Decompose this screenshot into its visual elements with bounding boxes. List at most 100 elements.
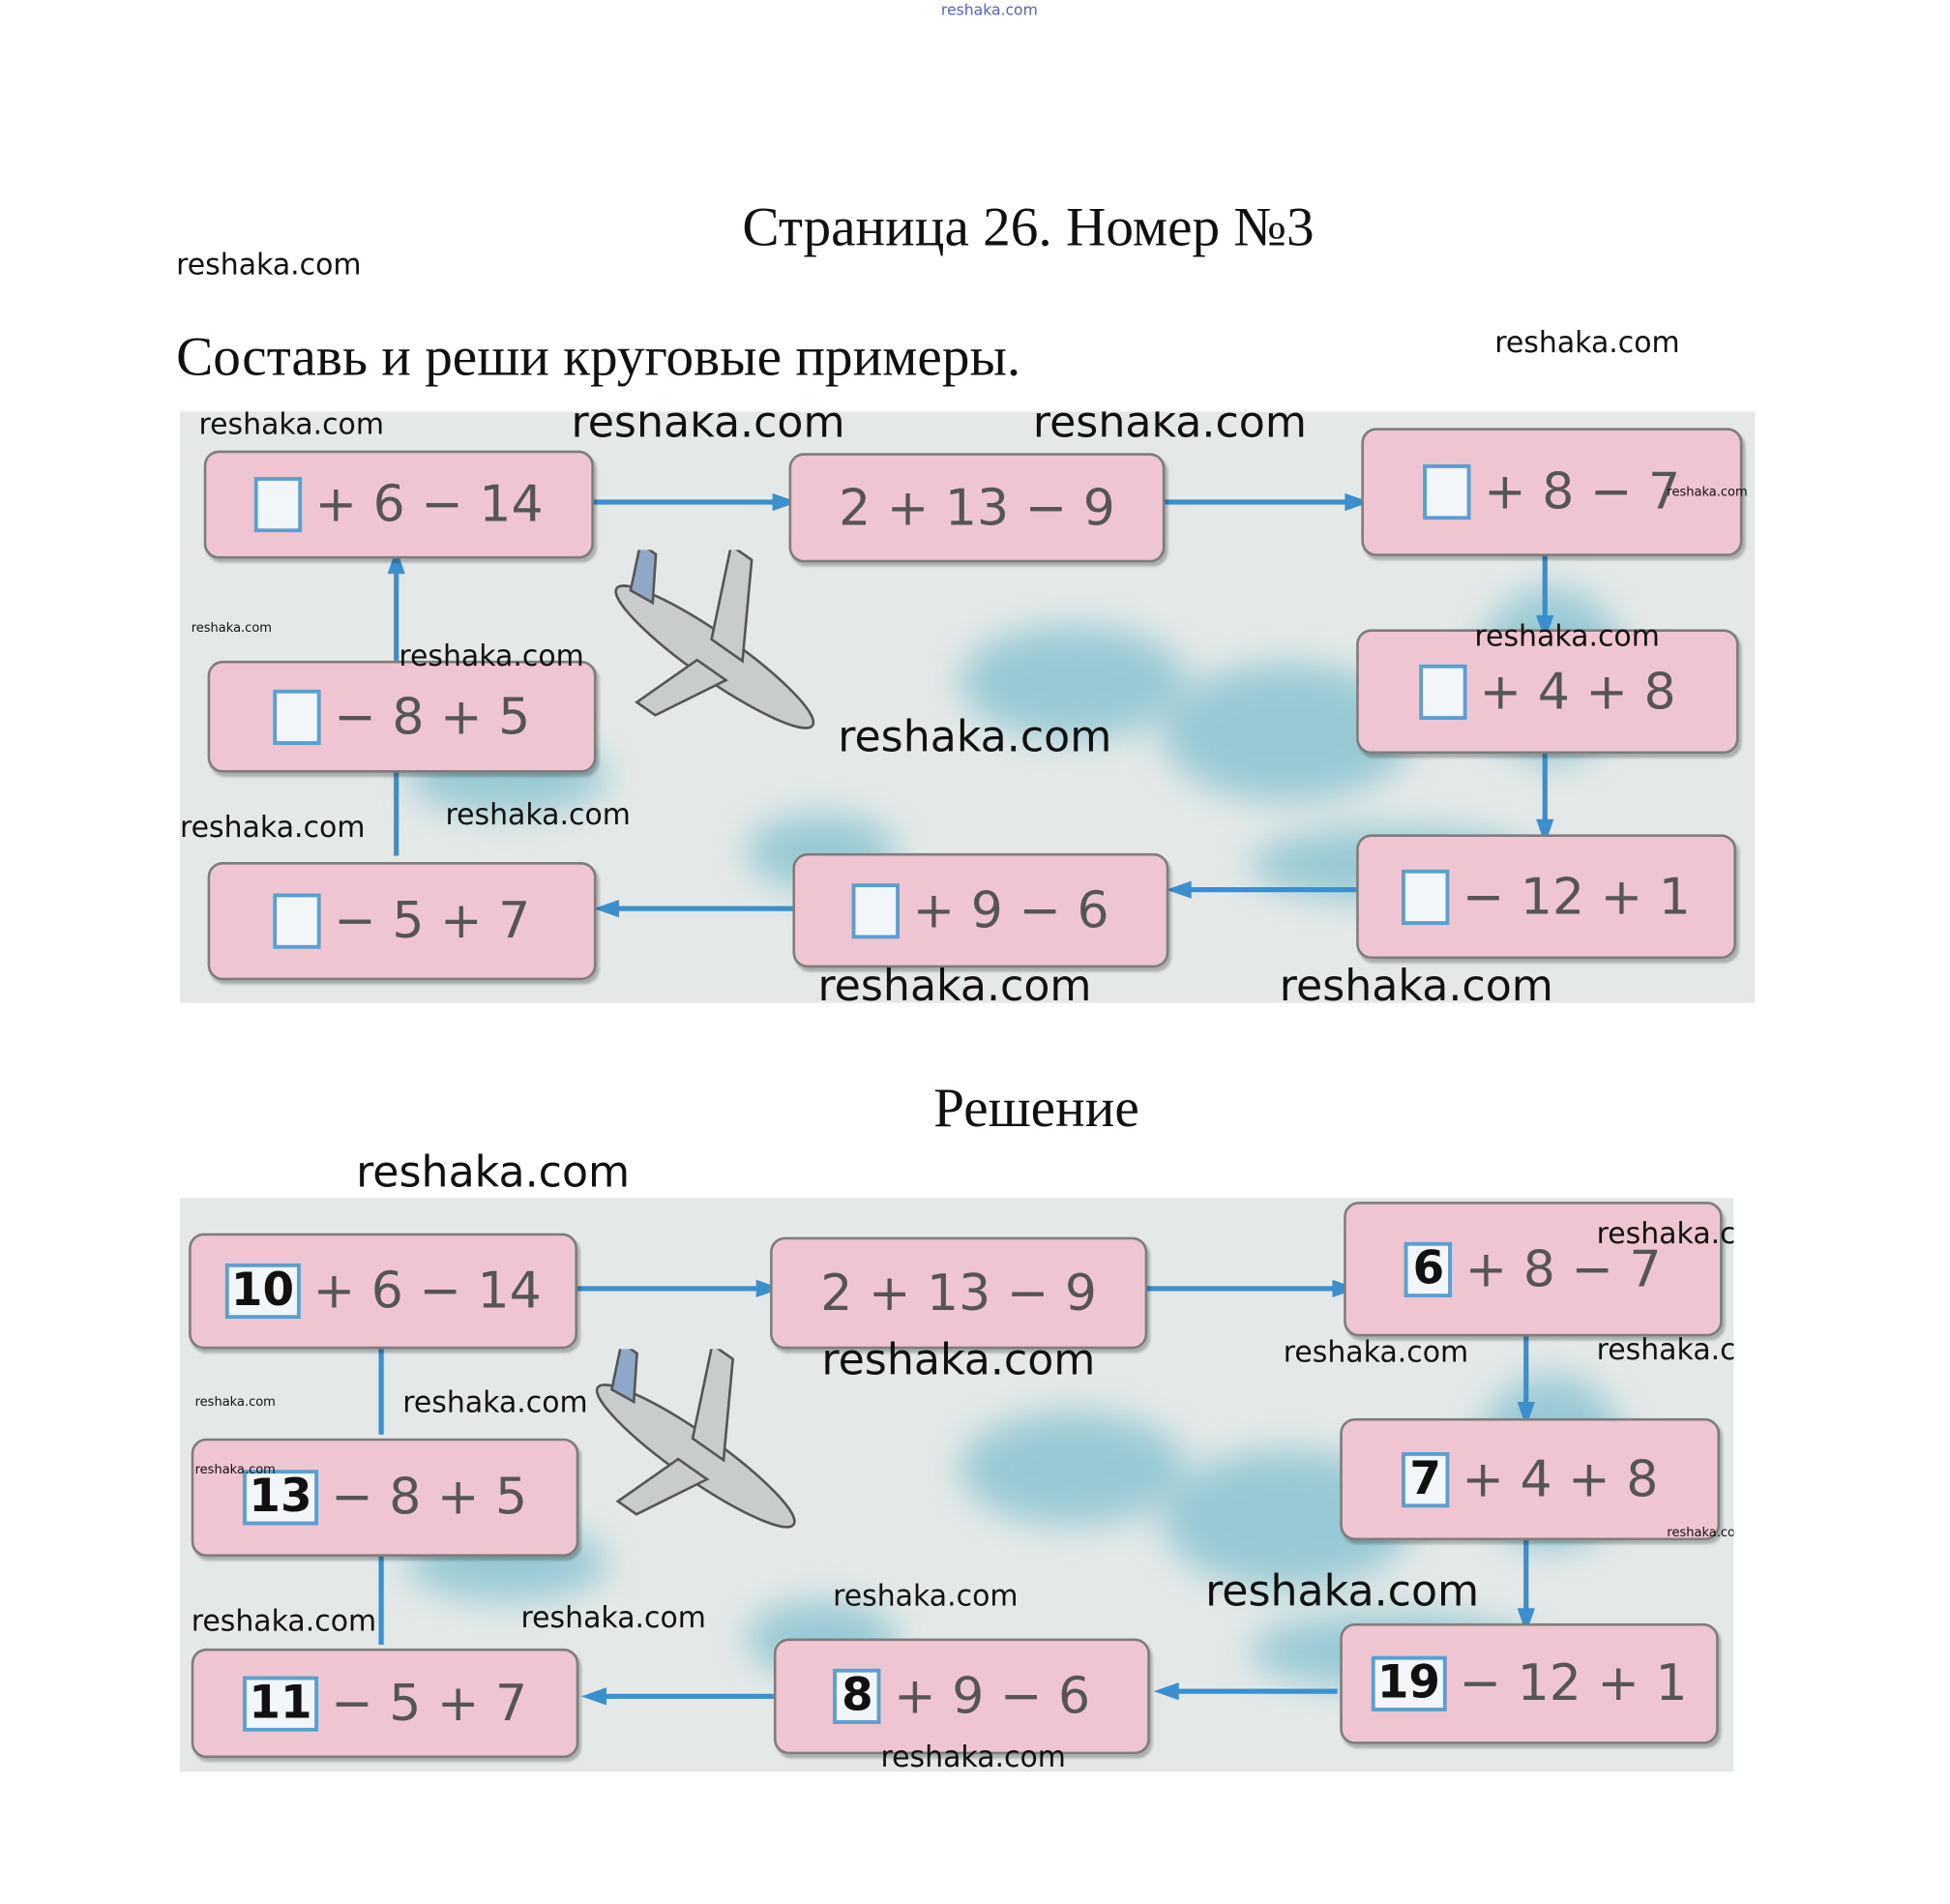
expression-text: 2 + 13 − 9 [839,478,1115,537]
answer-square: 13 [242,1470,319,1526]
watermark: reshaka.com [399,640,584,673]
expression-box: 19− 12 + 1 [1340,1622,1719,1744]
arrow-line [1523,1331,1529,1408]
watermark: reshaka.com [194,1463,276,1478]
expression-text: + 6 − 14 [312,1262,542,1321]
cloud [960,1412,1187,1526]
expression-text: + 4 + 8 [1462,1450,1659,1508]
watermark: reshaka.com [445,798,631,832]
expression-box: 10+ 6 − 14 [189,1233,578,1350]
answer-square: 10 [224,1263,301,1320]
watermark: reshaka.com [1032,411,1307,449]
answer-square: 19 [1371,1655,1447,1711]
arrow-line [378,1344,384,1435]
arrow-line [1173,1688,1338,1694]
blank-square [1419,664,1467,720]
expression-box: 11− 5 + 7 [191,1648,579,1759]
expression-text: − 8 + 5 [334,687,531,746]
blank-square [273,893,322,949]
arrow-line [1186,886,1357,893]
expression-text: + 6 − 14 [314,475,544,534]
watermark: reshaka.com [817,961,1092,1003]
arrow-line [394,568,399,661]
watermark: reshaka.com [356,1147,631,1199]
watermark: reshaka.com [833,1580,1019,1614]
blank-square [1423,463,1472,521]
puzzle-illustration: + 6 − 14 2 + 13 − 9 + 8 − 7 + 4 + 8 − 12 + 1… [180,411,1756,1003]
arrow-line [572,1286,761,1292]
watermark: reshaka.com [520,1601,706,1635]
arrow-line [1542,748,1548,824]
page-title: Страница 26. Номер №3 [742,195,1315,258]
watermark: reshaka.com [1283,1336,1469,1370]
expression-box: 13− 8 + 5 [191,1438,579,1557]
cloud [960,625,1187,739]
blank-square [273,689,322,745]
expression-box: − 5 + 7 [207,861,597,981]
expression-text: − 5 + 7 [334,892,531,951]
watermark: reshaka.com [176,249,362,283]
arrow-left-icon [1153,1682,1179,1701]
expression-text: + 9 − 6 [912,881,1109,939]
watermark: reshaka.com [1279,961,1553,1003]
arrow-line [394,767,399,856]
expression-box: + 4 + 8 [1356,629,1739,755]
watermark: reshaka.com [1205,1566,1480,1618]
arrow-line [1142,1286,1338,1292]
watermark: reshaka.com [880,1741,1066,1772]
watermark: reshaka.com [1667,486,1748,500]
watermark: reshaka.com [191,1605,377,1639]
watermark: reshaka.com [198,411,384,442]
arrow-line [1542,550,1548,621]
expression-box: 6+ 8 − 7 [1344,1202,1723,1337]
watermark: reshaka.com [1596,1218,1734,1251]
arrow-left-icon [1166,880,1192,899]
expression-text: − 12 + 1 [1462,867,1691,926]
watermark: reshaka.com [180,811,366,845]
watermark: reshaka.com [838,712,1112,763]
expression-text: − 12 + 1 [1459,1654,1688,1713]
expression-text: + 9 − 6 [894,1667,1091,1726]
expression-box: 8+ 9 − 6 [773,1638,1150,1755]
watermark: reshaka.com [571,411,845,449]
expression-box: − 12 + 1 [1356,834,1736,960]
watermark: reshaka.com [1667,1526,1733,1541]
arrow-line [588,499,778,505]
expression-text: + 8 − 7 [1464,1239,1662,1298]
answer-square: 6 [1404,1241,1453,1297]
task-text: Составь и реши круговые примеры. [176,325,1021,388]
watermark: reshaka.com [1474,620,1660,654]
expression-box: 2 + 13 − 9 [788,453,1166,563]
arrow-left-icon [580,1687,606,1706]
airplane-icon [589,541,841,770]
expression-box: + 6 − 14 [203,450,594,559]
watermark: reshaka.com [194,1395,276,1410]
expression-box: + 8 − 7 [1361,428,1743,556]
expression-text: − 5 + 7 [331,1674,528,1733]
arrow-line [601,1693,774,1699]
blank-square [1402,869,1450,925]
blank-square [254,476,303,533]
watermark: reshaka.com [940,1,1038,19]
expression-text: − 8 + 5 [331,1468,528,1527]
expression-box: + 9 − 6 [792,852,1169,968]
watermark: reshaka.com [821,1335,1096,1386]
airplane-icon [570,1340,821,1569]
watermark: reshaka.com [1596,1333,1734,1367]
answer-square: 11 [242,1675,319,1732]
arrow-line [613,906,793,911]
arrow-line [378,1551,384,1646]
arrow-left-icon [593,900,619,918]
arrow-line [1161,499,1350,505]
expression-text: + 4 + 8 [1479,662,1676,721]
watermark: reshaka.com [402,1386,588,1420]
expression-text: + 8 − 7 [1484,462,1681,521]
expression-text: 2 + 13 − 9 [820,1264,1098,1323]
answer-square: 7 [1401,1451,1450,1507]
solution-heading: Решение [933,1077,1139,1140]
watermark: reshaka.com [191,621,272,636]
answer-square: 8 [833,1668,882,1724]
arrow-line [1523,1534,1529,1614]
expression-box: 7+ 4 + 8 [1340,1417,1721,1541]
